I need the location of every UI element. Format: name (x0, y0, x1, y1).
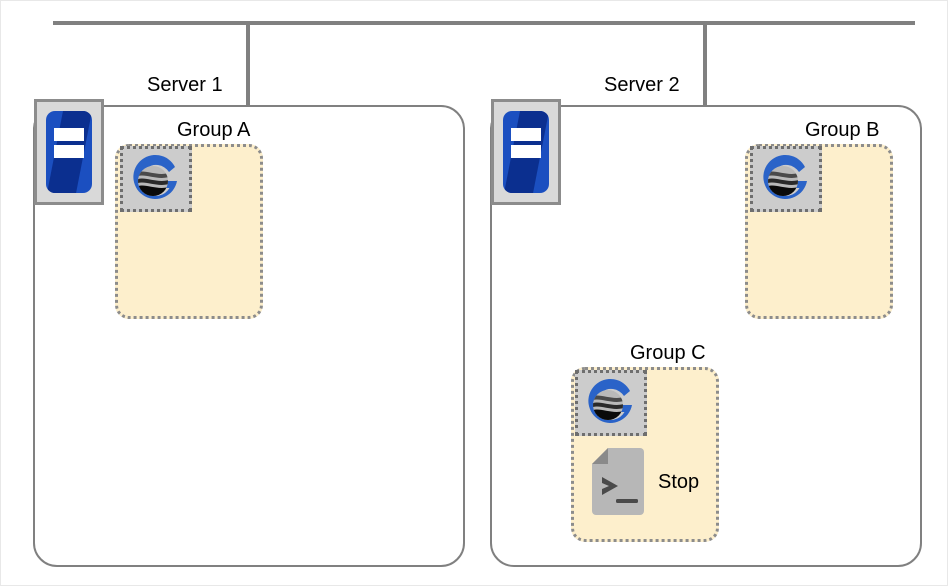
server-2-icon (491, 99, 561, 205)
script-stop-label: Stop (658, 471, 700, 493)
server-1-icon (34, 99, 104, 205)
server-1-rail-vertical (246, 21, 250, 106)
server-2-label: Server 2 (604, 74, 680, 96)
glassfish-instance-icon[interactable] (575, 370, 647, 436)
group-a-label: Group A (177, 119, 251, 141)
group-b-label: Group B (805, 119, 880, 141)
server-icon-bar-top (54, 128, 84, 142)
server-icon-body (503, 111, 549, 193)
script-terminal-icon (590, 447, 646, 517)
glassfish-instance-icon[interactable] (750, 146, 822, 212)
group-c-label: Group C (630, 342, 706, 364)
server-icon-bar-bottom (511, 144, 541, 158)
server-1-label: Server 1 (147, 74, 223, 96)
script-stop-item[interactable]: Stop (590, 447, 699, 517)
server-icon-bar-top (511, 128, 541, 142)
top-rail-horizontal (53, 21, 915, 25)
server-icon-body (46, 111, 92, 193)
server-2-rail-vertical (703, 21, 707, 106)
glassfish-instance-icon[interactable] (120, 146, 192, 212)
server-icon-bar-bottom (54, 144, 84, 158)
